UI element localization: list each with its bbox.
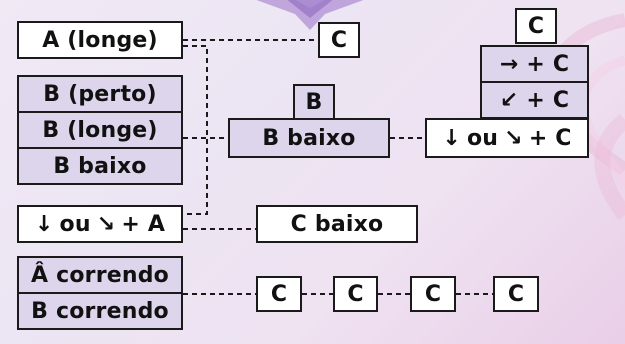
c-top-label: C — [527, 13, 545, 39]
b-label: B — [305, 89, 323, 115]
b-low-left-label: B baixo — [53, 153, 147, 179]
or-label: ou — [59, 211, 91, 237]
chain-c-box-1: C — [256, 276, 302, 312]
b-low-middle-box: B baixo — [228, 118, 390, 158]
chain-c-box-3: C — [410, 276, 456, 312]
a-far-box: A (longe) — [17, 21, 183, 59]
plus-a-label: + A — [121, 211, 166, 237]
down-arrow-icon: ↓ — [34, 211, 54, 237]
down-arrow-icon: ↓ — [442, 125, 461, 151]
chain-c-label-1: C — [270, 281, 288, 307]
b-running-box: B correndo — [17, 292, 183, 330]
b-far-box: B (longe) — [17, 111, 183, 149]
chain-c-box-4: C — [493, 276, 539, 312]
b-low-middle-label: B baixo — [262, 125, 356, 151]
forward-c-box: → + C — [480, 45, 589, 83]
down-forward-arrow-icon: ↘ — [96, 211, 116, 237]
a-far-label: A (longe) — [42, 27, 158, 53]
a-running-box: Â correndo — [17, 256, 183, 294]
plus-c-label: + C — [528, 125, 572, 151]
c-top-box: C — [515, 8, 557, 44]
b-near-label: B (perto) — [43, 81, 157, 107]
chain-c-label-3: C — [424, 281, 442, 307]
decorative-star — [256, 0, 364, 30]
c-low-label: C baixo — [290, 211, 384, 237]
chain-c-label-2: C — [347, 281, 364, 307]
c-after-a-far-box: C — [318, 22, 360, 58]
b-low-left-box: B baixo — [17, 147, 183, 185]
or-label: ou — [466, 125, 499, 151]
down-or-downforward-a-box: ↓ ou ↘ + A — [17, 205, 183, 243]
b-near-box: B (perto) — [17, 75, 183, 113]
b-label-box: B — [293, 84, 335, 120]
c-after-a-far-label: C — [330, 27, 348, 53]
chain-c-box-2: C — [333, 276, 378, 312]
forward-arrow-icon: → — [499, 51, 519, 77]
chain-c-label-4: C — [507, 281, 525, 307]
down-back-arrow-icon: ↙ — [499, 87, 519, 113]
downback-c-plus-label: + C — [526, 87, 570, 113]
c-low-box: C baixo — [256, 205, 418, 243]
down-or-downforward-c-box: ↓ ou ↘ + C — [425, 118, 589, 158]
b-running-label: B correndo — [31, 298, 169, 324]
forward-c-plus-label: + C — [526, 51, 570, 77]
b-far-label: B (longe) — [42, 117, 158, 143]
connector-a-far-branch — [183, 45, 208, 215]
downback-c-box: ↙ + C — [480, 81, 589, 119]
down-forward-arrow-icon: ↘ — [504, 125, 523, 151]
a-running-label: Â correndo — [31, 262, 169, 288]
